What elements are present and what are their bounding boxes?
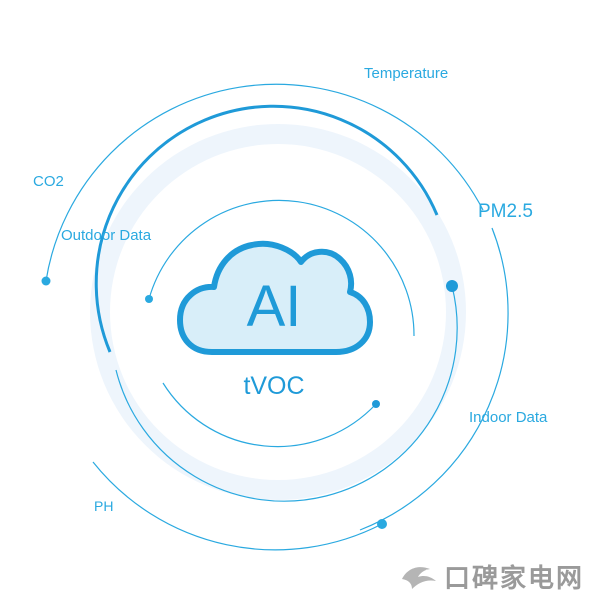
outer-arc-right xyxy=(359,227,509,531)
tvoc-dot xyxy=(372,400,380,408)
inner-arc-top xyxy=(148,199,415,337)
ring-arc-thin xyxy=(115,285,458,502)
pm25-dot xyxy=(446,280,458,292)
watermark: 口碑家电网 xyxy=(400,556,584,596)
outer-arc-bottom xyxy=(92,461,383,551)
outdoor-dot xyxy=(145,295,153,303)
indoor-data-label: Indoor Data xyxy=(469,409,548,426)
cloud-icon xyxy=(177,240,373,355)
outdoor-data-label: Outdoor Data xyxy=(61,227,152,244)
temperature-label: Temperature xyxy=(364,65,449,82)
bird-logo-icon xyxy=(402,567,436,589)
ph-label: PH xyxy=(94,498,114,514)
outer-arc-top xyxy=(45,83,484,282)
inner-arc-bottom xyxy=(162,382,377,448)
watermark-text: 口碑家电网 xyxy=(444,563,585,594)
co2-dot xyxy=(41,276,51,286)
tvoc-label: tVOC xyxy=(243,372,305,400)
pm25-label: PM2.5 xyxy=(478,201,533,222)
co2-label: CO2 xyxy=(33,173,64,190)
thick-arc xyxy=(94,104,439,353)
ph-dot xyxy=(377,519,387,529)
ai-label: AI xyxy=(246,274,302,339)
